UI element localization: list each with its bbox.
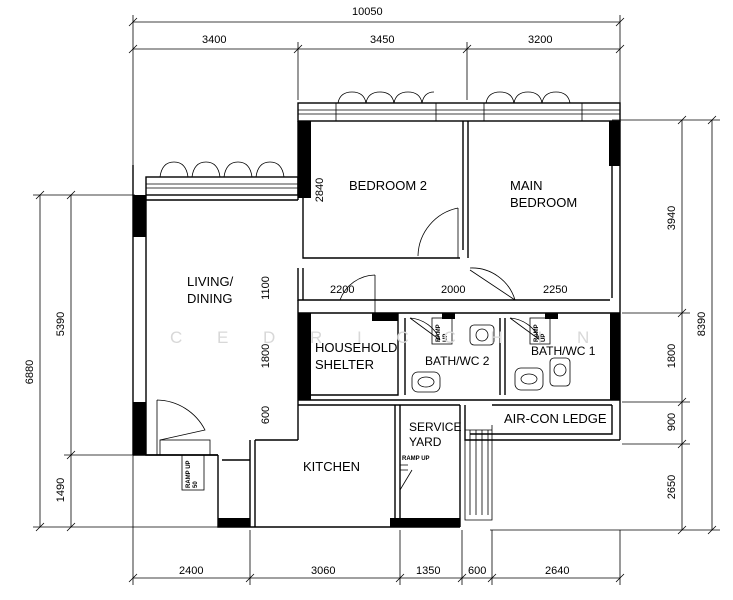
dim-inner-2: 2000 [441, 284, 466, 296]
room-label-living-dining: LIVING/ DINING [187, 274, 234, 306]
dim-right-3: 900 [666, 412, 679, 432]
dim-inner-v-3: 1800 [260, 343, 273, 369]
room-label-bath-wc-1: BATH/WC 1 [531, 344, 596, 358]
room-label-bedroom-2: BEDROOM 2 [349, 178, 428, 193]
room-label-air-con-ledge: AIR-CON LEDGE [504, 411, 607, 426]
dim-inner-v-2: 1100 [259, 276, 272, 300]
dim-inner-v-1: 2840 [314, 177, 327, 203]
dim-left-1: 5390 [55, 311, 68, 337]
room-label-bath-wc-2: BATH/WC 2 [425, 354, 490, 368]
dim-right-4: 2650 [666, 474, 679, 500]
dim-top-3: 3200 [528, 34, 553, 46]
dim-inner-3: 2250 [543, 284, 568, 296]
room-label-main-bedroom: MAIN BEDROOM [510, 178, 578, 210]
bathroom-fixtures [159, 317, 571, 491]
dim-right-total: 8390 [696, 311, 709, 337]
dim-left-total: 6880 [24, 359, 37, 385]
dim-inner-v-4: 600 [260, 405, 273, 425]
dim-top-2: 3450 [370, 34, 395, 46]
dim-right-1: 3940 [666, 205, 679, 231]
room-label-service-yard: SERVICE YARD [409, 420, 462, 449]
dim-inner-1: 2200 [330, 284, 355, 296]
dim-top-total: 10050 [352, 6, 383, 18]
dim-left-2: 1490 [55, 477, 68, 503]
ramp-label-entrance: RAMP UP 50 [186, 460, 199, 488]
dim-bottom-3: 1350 [416, 565, 441, 577]
top-dimension-lines [128, 15, 625, 165]
room-label-kitchen: KITCHEN [303, 459, 361, 474]
dim-bottom-5: 2640 [545, 565, 570, 577]
room-label-household-shelter: HOUSEHOLD SHELTER [315, 340, 398, 372]
doors [156, 207, 541, 491]
structural-columns [133, 121, 620, 527]
ramp-label-yard: RAMP UP [402, 456, 430, 462]
dim-bottom-2: 3060 [311, 565, 336, 577]
bedroom-window-wall [297, 91, 621, 122]
left-dimension-lines [33, 190, 220, 532]
dim-right-2: 1800 [666, 343, 679, 369]
living-window-wall [145, 161, 299, 196]
bottom-dimension-lines [128, 455, 625, 585]
right-dimension-lines [490, 115, 720, 535]
dim-bottom-4: 600 [468, 565, 487, 577]
dim-top-1: 3400 [202, 34, 227, 46]
watermark: C E D R I C C H I N [170, 328, 605, 347]
dim-bottom-1: 2400 [179, 565, 204, 577]
